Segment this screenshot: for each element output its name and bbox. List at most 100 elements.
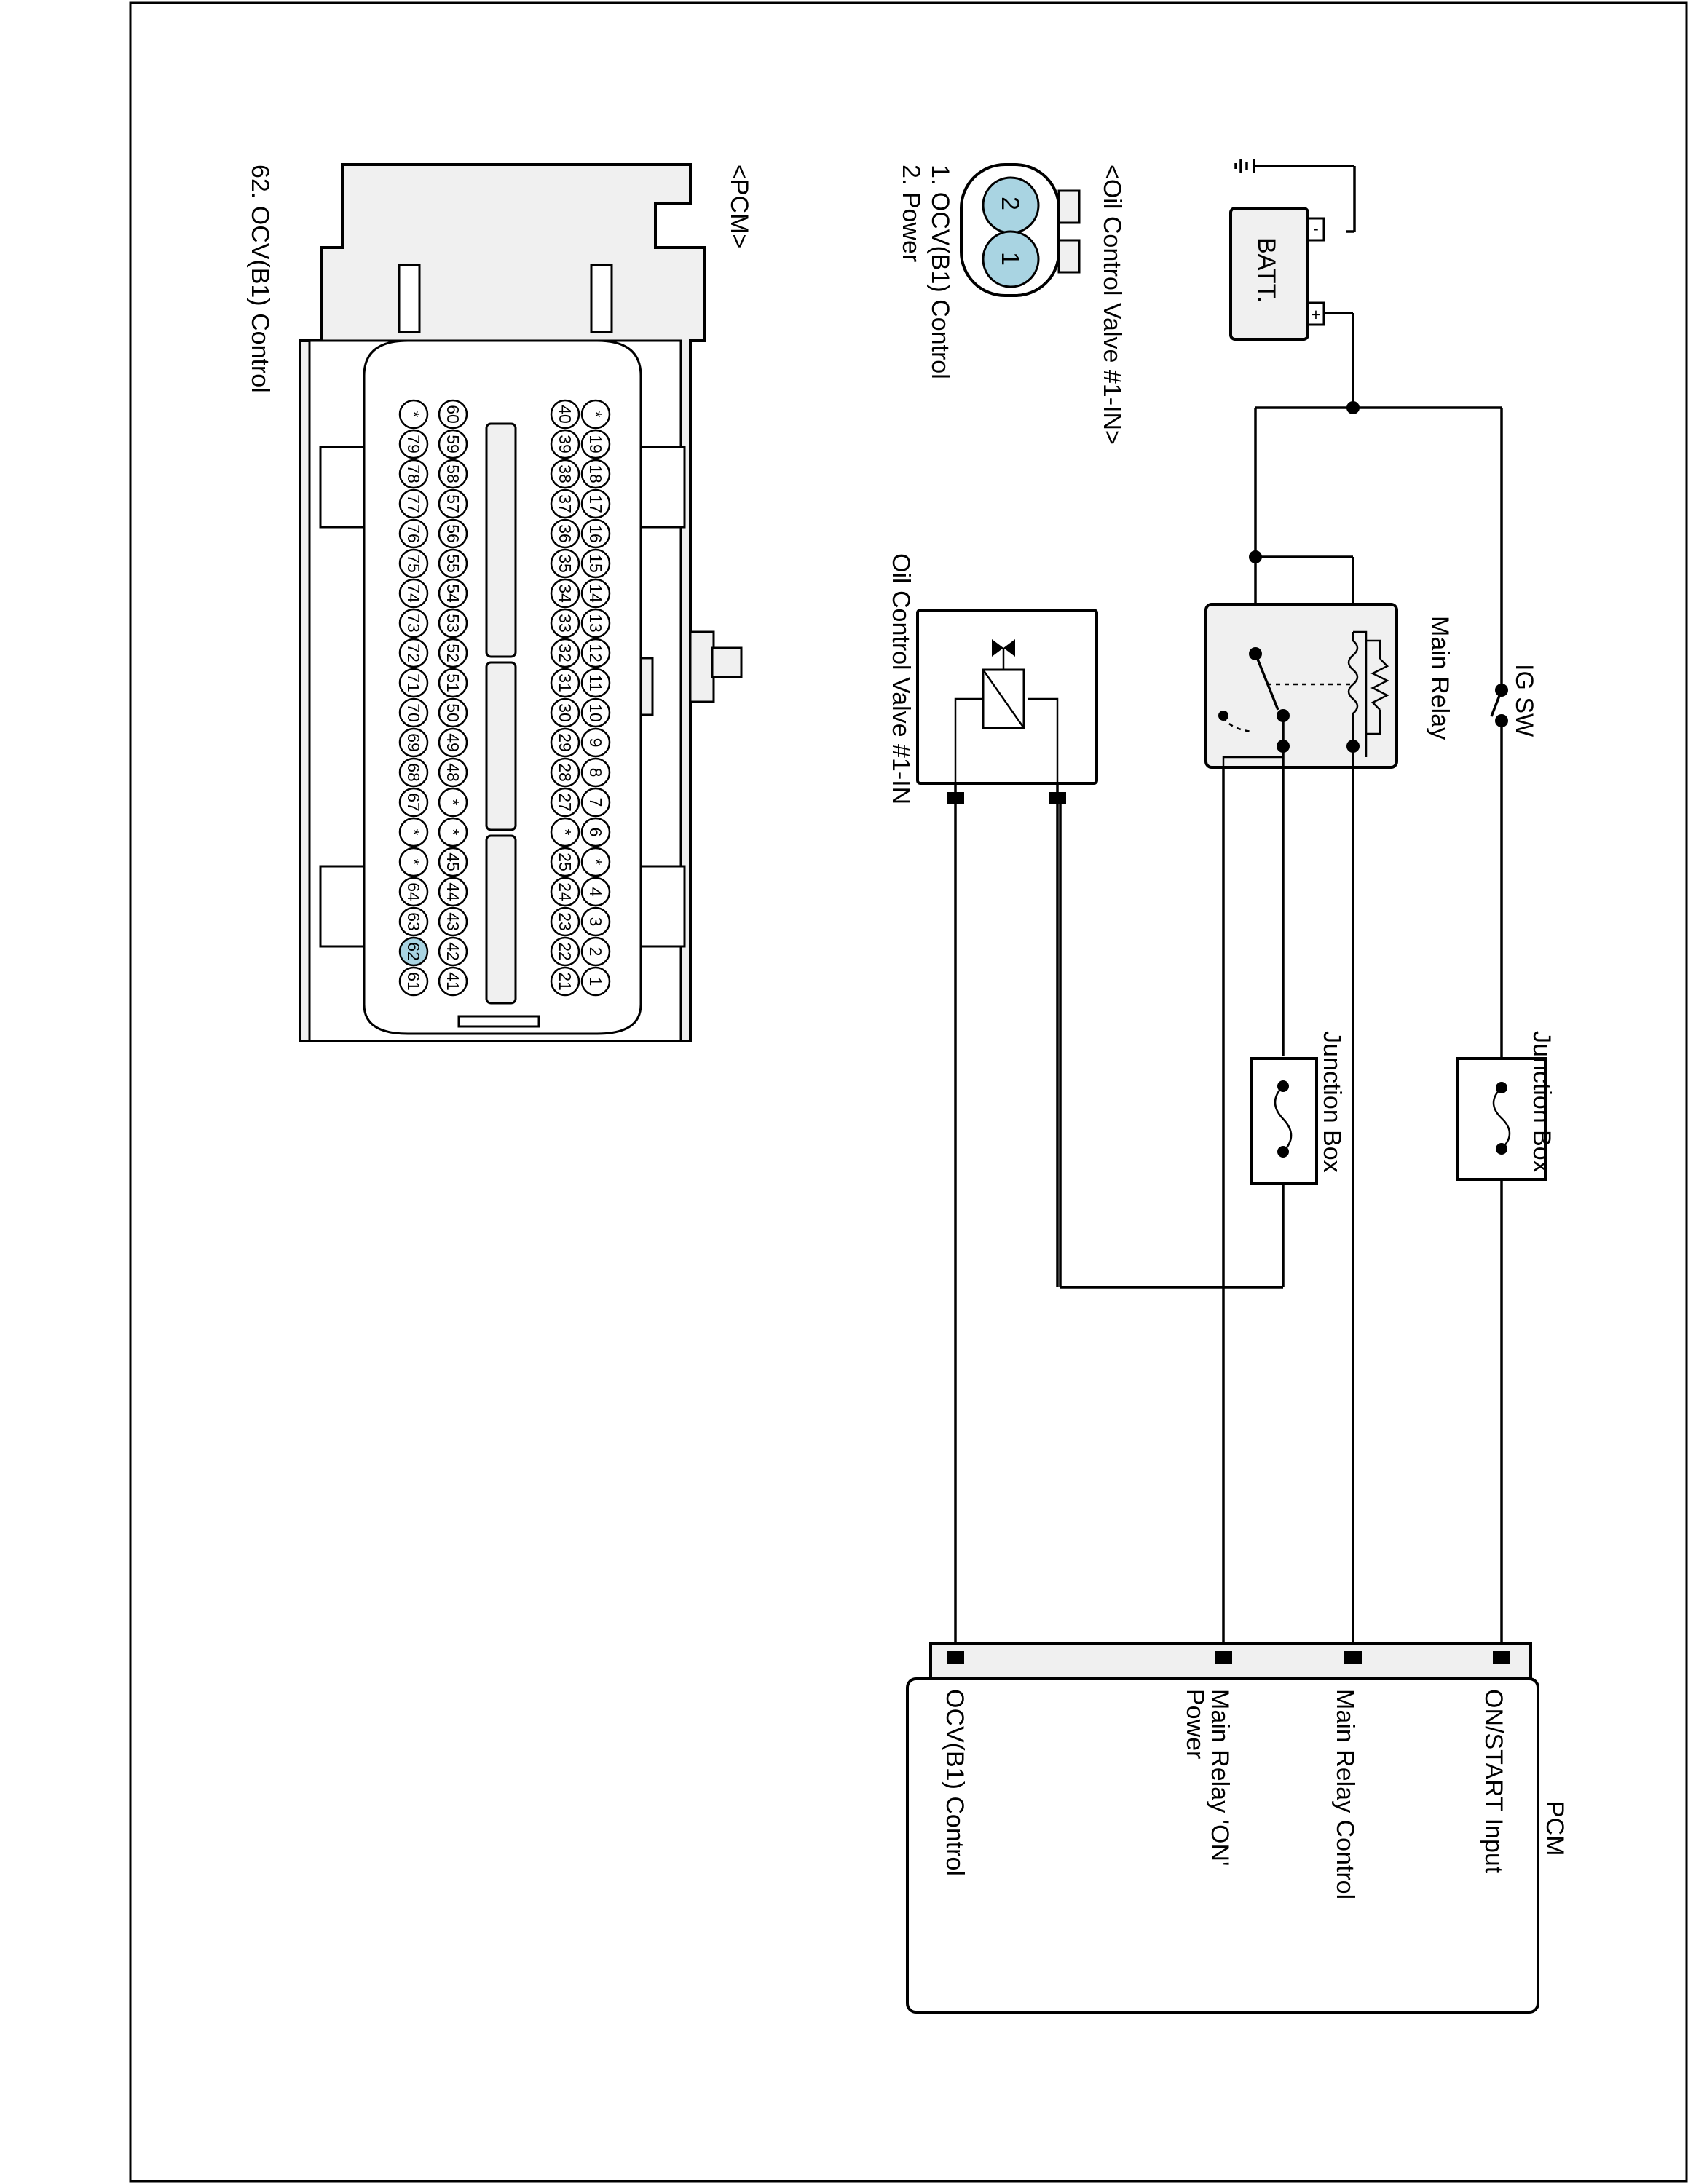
pcm-pin-label: 33 <box>556 614 575 633</box>
pcm-pin-29 <box>550 727 580 758</box>
pcm-pin-ocv-control: OCV(B1) Control <box>941 1689 969 1876</box>
pcm-pin-30 <box>550 697 580 728</box>
pcm-pin-45 <box>438 847 468 877</box>
pcm-pin-label: * <box>443 829 462 836</box>
pcm-pin-3 <box>580 906 611 937</box>
pcm-pin-label: 55 <box>443 554 462 573</box>
pcm-pin-label: 39 <box>556 435 575 454</box>
main-relay: Main Relay <box>1204 603 1454 769</box>
pcm-pin-label: 41 <box>443 972 462 991</box>
pcm-pin-40 <box>550 399 580 430</box>
pcm-pin-power: Power <box>1181 1689 1209 1759</box>
pcm-pin-label: 51 <box>443 673 462 692</box>
pcm-pin-60 <box>438 399 468 430</box>
battery-minus-label: - <box>1313 219 1319 238</box>
junction-box-2: Junction Box <box>1250 1031 1346 1185</box>
pcm-pin-33 <box>550 608 580 638</box>
pcm-pin-label: 73 <box>404 614 423 633</box>
pcm-pin-67 <box>398 787 429 818</box>
pcm-pin-78 <box>398 459 429 489</box>
pcm-pin-label: 24 <box>556 882 575 901</box>
pcm-pin-62 <box>398 936 429 967</box>
pcm-pin-37 <box>550 488 580 519</box>
pcm-pin-label: 15 <box>586 554 605 573</box>
pcm-pin-9 <box>580 727 611 758</box>
pcm-pin-label: 52 <box>443 644 462 662</box>
pcm-pin-4 <box>580 877 611 907</box>
pcm-pin-68 <box>398 757 429 788</box>
pcm-pin-label: 34 <box>556 584 575 603</box>
pcm-pin-label: 27 <box>556 793 575 812</box>
pcm-pin-label: 68 <box>404 763 423 782</box>
pcm-pin-label: 35 <box>556 554 575 573</box>
pcm-pin-label: 11 <box>586 674 605 692</box>
pcm-pin-label: 29 <box>556 733 575 752</box>
pcm-pin-75 <box>398 548 429 579</box>
pcm-pin-label: 30 <box>556 703 575 722</box>
pcm-pin-19 <box>580 429 611 459</box>
pcm-pin-39 <box>550 429 580 459</box>
ig-sw-label: IG SW <box>1510 664 1538 737</box>
pcm-pin-70 <box>398 697 429 728</box>
pcm-pin-label: * <box>404 859 423 866</box>
pcm-pin-44 <box>438 877 468 907</box>
pcm-pin-label: 71 <box>404 673 423 692</box>
pcm-pin-blank <box>580 847 611 877</box>
pcm-pin-label: 19 <box>586 435 605 454</box>
pcm-pin-7 <box>580 787 611 818</box>
pcm-pin-label: 13 <box>586 614 605 633</box>
pcm-pin-17 <box>580 488 611 519</box>
pcm-pin-label: 58 <box>443 464 462 483</box>
pcm-pin-label: 7 <box>586 798 605 807</box>
pcm-pin-71 <box>398 668 429 698</box>
pcm-pin-label: 40 <box>556 405 575 424</box>
junction-box-2-label: Junction Box <box>1318 1031 1346 1173</box>
pcm-pin-64 <box>398 877 429 907</box>
pcm-pin-38 <box>550 459 580 489</box>
pcm-pin-16 <box>580 518 611 549</box>
pcm-pin-blank <box>398 847 429 877</box>
ocv-connector-title: <Oil Control Valve #1-IN> <box>1098 165 1126 445</box>
pcm-connector-pin-note: 62. OCV(B1) Control <box>246 165 274 393</box>
pcm-pin-label: 59 <box>443 435 462 454</box>
pcm-pin-55 <box>438 548 468 579</box>
pcm-pin-label: 3 <box>586 917 605 927</box>
pcm-pin-57 <box>438 488 468 519</box>
pcm-pin-label: 61 <box>404 972 423 991</box>
battery-label: BATT. <box>1253 237 1280 303</box>
pcm-pin-label: 22 <box>556 942 575 961</box>
pcm-pin-8 <box>580 757 611 788</box>
pcm-pin-blank <box>550 817 580 847</box>
pcm-pin-34 <box>550 578 580 609</box>
ocv-component: Oil Control Valve #1-IN <box>887 553 1098 804</box>
pcm-pin-label: 74 <box>404 584 423 603</box>
pcm-pin-label: 54 <box>443 584 462 603</box>
pcm-pin-label: 67 <box>404 793 423 812</box>
pcm-pin-73 <box>398 608 429 638</box>
ocv-component-label: Oil Control Valve #1-IN <box>887 553 915 804</box>
pcm-pin-label: 38 <box>556 464 575 483</box>
pcm-pin-label: 23 <box>556 912 575 931</box>
pcm-pin-6 <box>580 817 611 847</box>
pcm-pin-blank <box>398 399 429 430</box>
pcm-pin-label: 60 <box>443 405 462 424</box>
pcm-pin-2 <box>580 936 611 967</box>
ocv-connector: <Oil Control Valve #1-IN> 1. OCV(B1) Con… <box>897 163 1126 445</box>
pcm-pin-36 <box>550 518 580 549</box>
pcm-block: PCM ON/START Input Main Relay Control Ma… <box>906 1642 1569 2014</box>
pcm-pin-24 <box>550 877 580 907</box>
pcm-pin-31 <box>550 668 580 698</box>
pcm-pin-41 <box>438 966 468 997</box>
pcm-pin-72 <box>398 638 429 668</box>
pcm-pin-25 <box>550 847 580 877</box>
pcm-pin-53 <box>438 608 468 638</box>
pcm-pin-10 <box>580 697 611 728</box>
pcm-pin-59 <box>438 429 468 459</box>
ocv-connector-pin-1: 1. OCV(B1) Control <box>926 165 954 379</box>
pcm-pin-49 <box>438 727 468 758</box>
pcm-pin-label: 48 <box>443 763 462 782</box>
pcm-pin-label: 64 <box>404 882 423 901</box>
pcm-pin-52 <box>438 638 468 668</box>
pcm-pin-label: 78 <box>404 464 423 483</box>
